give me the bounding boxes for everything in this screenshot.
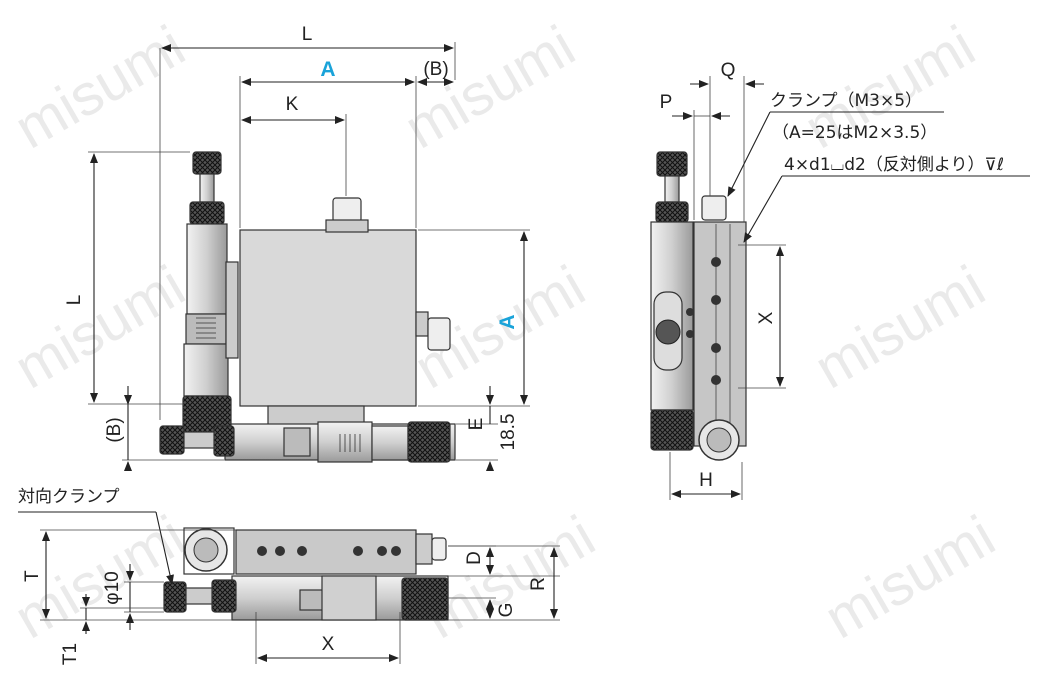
dim-T1: T1 <box>60 643 81 665</box>
dim-A-top: A <box>320 58 335 81</box>
side-view <box>650 151 747 461</box>
dim-B-top: (B) <box>423 59 448 80</box>
dim-B-left: (B) <box>104 417 125 442</box>
dim-G: G <box>496 603 517 618</box>
front-view <box>159 151 456 463</box>
stage-body <box>239 229 417 407</box>
dim-18-5: 18.5 <box>498 414 519 451</box>
bottom-dimensions: 対向クランプ T φ10 T1 X D G <box>18 487 560 665</box>
front-dimensions: L A (B) K L (B) A E 18.5 <box>64 24 530 471</box>
dim-L-top: L <box>302 24 313 45</box>
dim-T: T <box>22 570 43 582</box>
watermark: misumi <box>4 253 196 401</box>
dim-P: P <box>660 92 673 113</box>
dim-X-bottom: X <box>322 634 335 655</box>
dim-E: E <box>466 418 487 431</box>
bottom-view <box>163 527 449 621</box>
dim-H: H <box>699 470 713 491</box>
note-clamp: クランプ（M3×5） <box>770 91 922 111</box>
dim-phi10: φ10 <box>102 571 123 604</box>
dim-R: R <box>528 577 549 591</box>
note-opposite-clamp: 対向クランプ <box>18 487 120 507</box>
dim-A-right: A <box>496 314 519 329</box>
dim-Q: Q <box>721 60 736 81</box>
dim-X-side: X <box>756 311 777 324</box>
watermark: misumi <box>4 13 196 161</box>
watermark: misumi <box>814 503 1006 651</box>
note-clamp-alt: （A=25はM2×3.5） <box>772 123 937 143</box>
dim-K: K <box>286 94 299 115</box>
dim-L-left: L <box>64 295 85 306</box>
watermark: misumi <box>804 253 996 401</box>
dim-D: D <box>464 551 485 565</box>
note-holes: 4×d1⌴d2（反対側より）⊽ℓ <box>784 155 1004 175</box>
watermark: misumi <box>394 13 586 161</box>
side-dimensions: Q P X H クランプ（M3×5） （A=25はM2×3.5） 4×d1⌴d2… <box>660 60 1030 500</box>
